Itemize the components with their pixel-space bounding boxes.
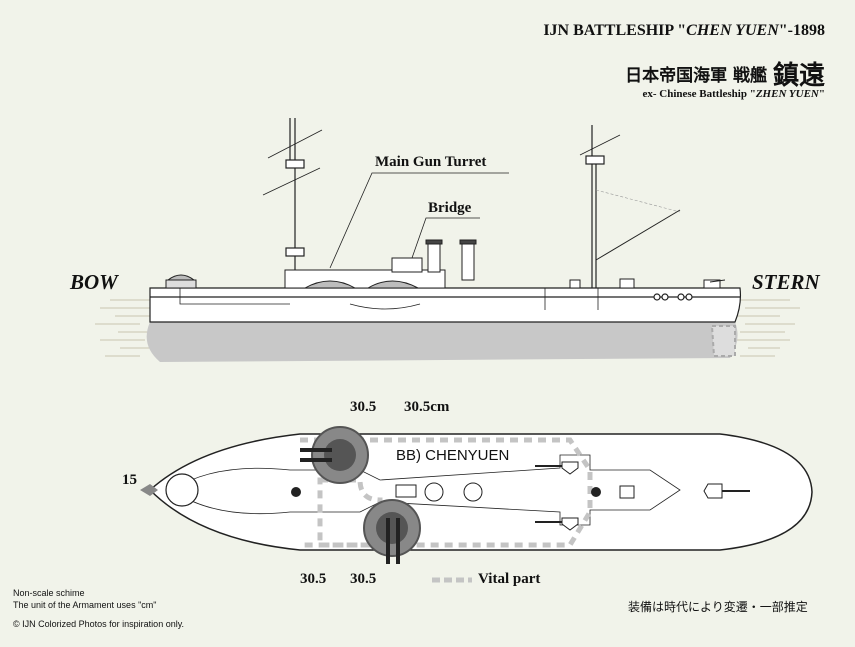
rudder-outline [710,325,736,357]
page-title: IJN BATTLESHIP "CHEN YUEN"-1898 [543,22,825,39]
armament-bottom-right: 30.5 [350,571,377,587]
water-lines [95,299,800,357]
subtitle: ex- Chinese Battleship "ZHEN YUEN" [642,88,825,100]
main-turrets [300,426,421,564]
stern-label: STERN [752,270,820,294]
bow-label: BOW [70,270,118,294]
bridge-callout: Bridge [428,200,472,216]
superstructure [165,239,726,289]
copyright-note: © IJN Colorized Photos for inspiration o… [13,619,185,629]
ship-name-label: BB) CHENYUEN [396,447,510,464]
scale-note: Non-scale schime [13,588,85,598]
japanese-title: 日本帝国海軍 戦艦 鎮遠 [625,61,825,91]
armament-top-left: 30.5 [350,399,377,415]
secondary-guns [535,461,750,531]
masts [262,118,681,288]
vital-part-legend: Vital part [478,571,541,587]
main-gun-turret-callout: Main Gun Turret [375,154,487,170]
armament-bow-gun: 15 [122,472,137,488]
underwater-hull [146,322,738,362]
japanese-note: 装備は時代により変遷・一部推定 [628,600,808,614]
unit-note: The unit of the Armament uses "cm" [13,600,157,610]
callout-lines [329,172,509,269]
armament-bottom-left: 30.5 [300,571,327,587]
side-hull [149,287,742,323]
armament-top-right: 30.5cm [404,399,450,415]
